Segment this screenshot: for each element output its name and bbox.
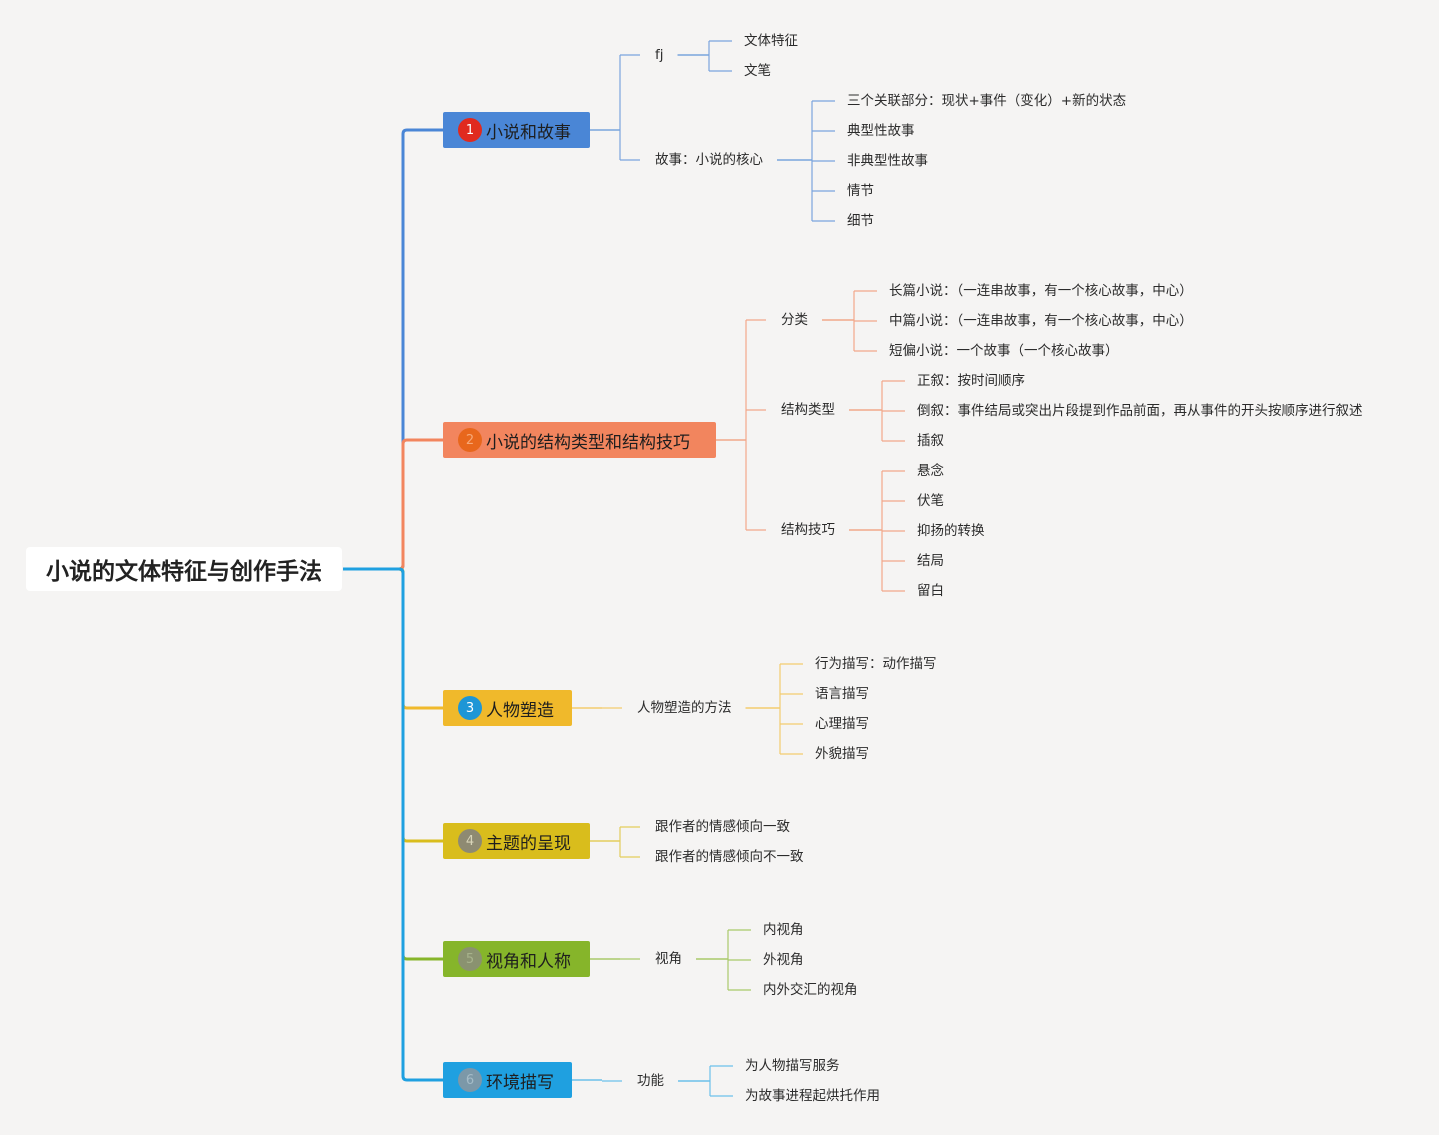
leaf-topic[interactable]: 内外交汇的视角 xyxy=(763,982,858,998)
branch-title: 主题的呈现 xyxy=(486,833,571,854)
branch-title: 环境描写 xyxy=(486,1072,554,1093)
subtopic-methods[interactable]: 人物塑造的方法 xyxy=(637,700,732,716)
subtopic-structure-technique[interactable]: 结构技巧 xyxy=(781,522,835,538)
number-badge-2: 2 xyxy=(458,428,482,452)
number-badge-5: 5 xyxy=(458,947,482,971)
root-connector xyxy=(343,567,443,961)
subtopic-fj[interactable]: fj xyxy=(655,47,664,63)
subtopic-viewpoint[interactable]: 视角 xyxy=(655,951,682,967)
leaf-topic[interactable]: 抑扬的转换 xyxy=(917,523,985,539)
leaf-topic[interactable]: 伏笔 xyxy=(917,493,944,509)
branch-title: 小说和故事 xyxy=(486,122,571,143)
leaf-topic[interactable]: 非典型性故事 xyxy=(847,153,928,169)
root-topic[interactable]: 小说的文体特征与创作手法 xyxy=(26,547,342,591)
root-connector xyxy=(343,128,443,571)
number-badge-4: 4 xyxy=(458,829,482,853)
leaf-topic[interactable]: 内视角 xyxy=(763,922,804,938)
leaf-topic[interactable]: 心理描写 xyxy=(815,716,869,732)
subtopic-structure-type[interactable]: 结构类型 xyxy=(781,402,835,418)
branch-structure-types[interactable]: 2 小说的结构类型和结构技巧 xyxy=(443,422,716,458)
branch-perspective[interactable]: 5 视角和人称 xyxy=(443,941,590,977)
leaf-topic[interactable]: 三个关联部分：现状+事件（变化）+新的状态 xyxy=(847,93,1127,109)
leaf-topic[interactable]: 行为描写：动作描写 xyxy=(815,656,937,672)
branch-title: 视角和人称 xyxy=(486,951,571,972)
leaf-topic[interactable]: 为人物描写服务 xyxy=(745,1058,840,1074)
branch-title: 人物塑造 xyxy=(486,700,554,721)
leaf-topic[interactable]: 文体特征 xyxy=(744,33,798,49)
root-connector xyxy=(343,567,443,1082)
leaf-topic[interactable]: 悬念 xyxy=(917,463,944,479)
leaf-topic[interactable]: 短偏小说：一个故事（一个核心故事） xyxy=(889,343,1119,359)
number-badge-1: 1 xyxy=(458,118,482,142)
subtopic-consistent[interactable]: 跟作者的情感倾向一致 xyxy=(655,819,790,835)
subtopic-function[interactable]: 功能 xyxy=(637,1073,664,1089)
leaf-topic[interactable]: 外视角 xyxy=(763,952,804,968)
root-connector xyxy=(343,567,443,710)
leaf-topic[interactable]: 为故事进程起烘托作用 xyxy=(745,1088,880,1104)
leaf-topic[interactable]: 结局 xyxy=(917,553,944,569)
branch-environment[interactable]: 6 环境描写 xyxy=(443,1062,572,1098)
leaf-topic[interactable]: 正叙：按时间顺序 xyxy=(917,373,1025,389)
root-connector xyxy=(343,567,443,843)
number-badge-3: 3 xyxy=(458,696,482,720)
subtopic-classification[interactable]: 分类 xyxy=(781,312,808,328)
leaf-topic[interactable]: 倒叙：事件结局或突出片段提到作品前面，再从事件的开头按顺序进行叙述 xyxy=(917,403,1363,419)
branch-characterization[interactable]: 3 人物塑造 xyxy=(443,690,572,726)
leaf-topic[interactable]: 长篇小说：（一连串故事，有一个核心故事，中心） xyxy=(889,283,1193,299)
leaf-topic[interactable]: 语言描写 xyxy=(815,686,869,702)
subtopic-story-core[interactable]: 故事：小说的核心 xyxy=(655,152,763,168)
branch-novel-and-story[interactable]: 1 小说和故事 xyxy=(443,112,590,148)
leaf-topic[interactable]: 细节 xyxy=(847,213,874,229)
branch-theme[interactable]: 4 主题的呈现 xyxy=(443,823,590,859)
leaf-topic[interactable]: 情节 xyxy=(847,183,874,199)
leaf-topic[interactable]: 留白 xyxy=(917,583,944,599)
root-connector xyxy=(343,438,443,571)
leaf-topic[interactable]: 中篇小说：（一连串故事，有一个核心故事，中心） xyxy=(889,313,1193,329)
leaf-topic[interactable]: 插叙 xyxy=(917,433,944,449)
subtopic-inconsistent[interactable]: 跟作者的情感倾向不一致 xyxy=(655,849,804,865)
leaf-topic[interactable]: 文笔 xyxy=(744,63,771,79)
leaf-topic[interactable]: 外貌描写 xyxy=(815,746,869,762)
branch-title: 小说的结构类型和结构技巧 xyxy=(486,432,690,453)
leaf-topic[interactable]: 典型性故事 xyxy=(847,123,915,139)
number-badge-6: 6 xyxy=(458,1068,482,1092)
